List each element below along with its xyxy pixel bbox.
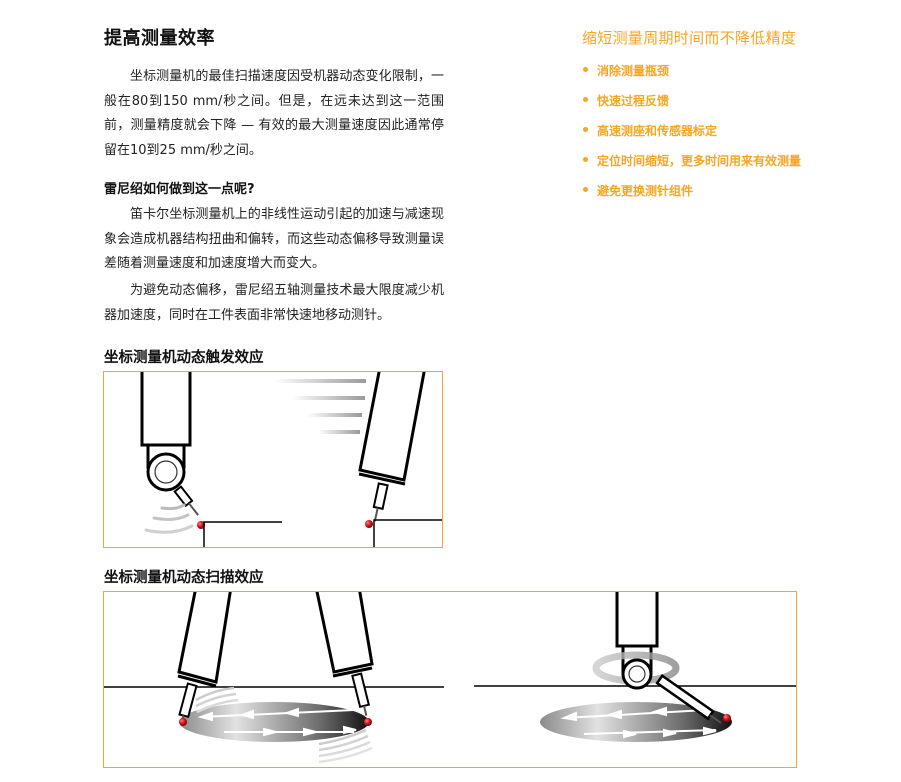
static-probe-icon	[140, 372, 205, 534]
sidebar-item-label: 快速过程反馈	[597, 94, 670, 108]
intro-paragraph: 坐标测量机的最佳扫描速度因受机器动态变化限制，一般在80到150 mm/秒之间。…	[104, 65, 444, 163]
sidebar-item-label: 定位时间缩短，更多时间用来有效测量	[597, 154, 802, 168]
body-paragraph-2: 笛卡尔坐标测量机上的非线性运动引起的加速与减速现象会造成机器结构扭曲和偏转，而这…	[104, 203, 444, 277]
sidebar-item: 避免更换测针组件	[582, 182, 801, 212]
sidebar-title: 缩短测量周期时间而不降低精度	[582, 29, 797, 47]
bullet-icon	[583, 157, 588, 162]
bullet-icon	[583, 67, 588, 72]
figure-1-caption: 坐标测量机动态触发效应	[104, 350, 264, 366]
sidebar-item: 快速过程反馈	[582, 92, 801, 122]
figure-2-caption: 坐标测量机动态扫描效应	[104, 570, 264, 586]
sidebar-list: 消除测量瓶颈 快速过程反馈 高速测座和传感器标定 定位时间缩短，更多时间用来有效…	[582, 62, 801, 212]
figure-2-scanning-illustration	[103, 591, 797, 768]
body-paragraph-2-text: 笛卡尔坐标测量机上的非线性运动引起的加速与减速现象会造成机器结构扭曲和偏转，而这…	[104, 207, 444, 271]
figure-1-touch-trigger-illustration	[103, 371, 443, 548]
body-paragraph-3-text: 为避免动态偏移，雷尼绍五轴测量技术最大限度减少机器加速度，同时在工件表面非常快速…	[104, 283, 444, 323]
sidebar-item-label: 避免更换测针组件	[597, 184, 694, 198]
sidebar-item-label: 消除测量瓶颈	[597, 64, 670, 78]
bullet-icon	[583, 97, 588, 102]
bullet-icon	[583, 127, 588, 132]
sidebar-item-label: 高速测座和传感器标定	[597, 124, 718, 138]
touch-trigger-diagram	[140, 372, 442, 547]
sidebar-item: 高速测座和传感器标定	[582, 122, 801, 152]
question-heading: 雷尼绍如何做到这一点呢?	[104, 182, 255, 197]
scanning-diagram	[104, 592, 796, 764]
five-axis-head-icon	[592, 592, 731, 724]
sidebar-item: 消除测量瓶颈	[582, 62, 801, 92]
intro-paragraph-text: 坐标测量机的最佳扫描速度因受机器动态变化限制，一般在80到150 mm/秒之间。…	[104, 69, 444, 158]
scanning-probe-right-icon	[315, 592, 374, 764]
deflected-probe-icon	[358, 372, 426, 528]
body-paragraph-3: 为避免动态偏移，雷尼绍五轴测量技术最大限度减少机器加速度，同时在工件表面非常快速…	[104, 279, 444, 328]
sidebar-item: 定位时间缩短，更多时间用来有效测量	[582, 152, 801, 182]
bullet-icon	[583, 187, 588, 192]
page-title: 提高测量效率	[104, 28, 215, 49]
scanning-probe-left-icon	[177, 592, 239, 726]
